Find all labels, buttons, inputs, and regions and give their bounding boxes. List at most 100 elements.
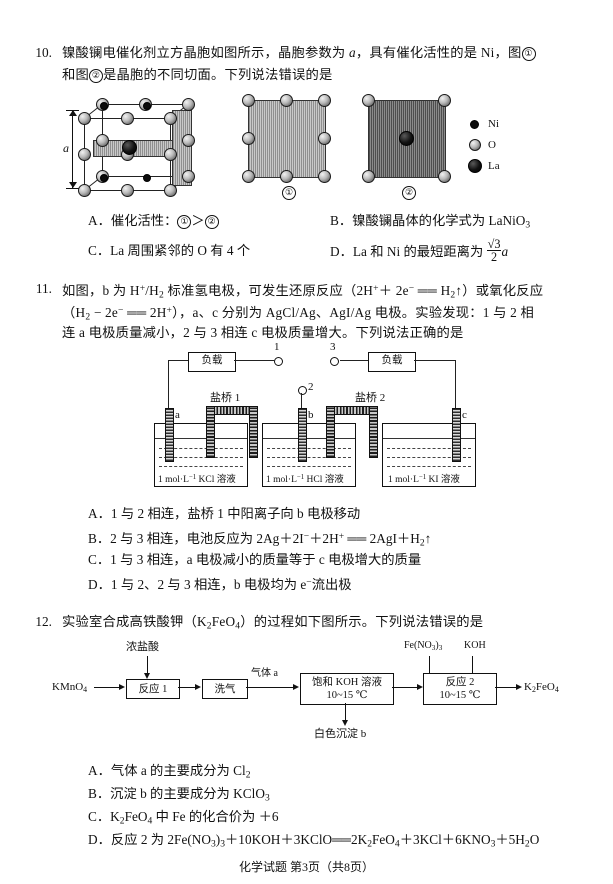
q12-od-3: ＋10KOH＋3KClO══2K bbox=[225, 832, 368, 847]
section-2-circled: ② bbox=[402, 186, 416, 200]
wire bbox=[301, 393, 303, 409]
solution-dash bbox=[387, 466, 471, 467]
q12-option-c[interactable]: C．K2FeO4 中 Fe 的化合价为 ＋6 bbox=[88, 806, 279, 832]
q10-option-b[interactable]: B．镍酸镧晶体的化学式为 LaNiO3 bbox=[330, 210, 530, 236]
atom-ni bbox=[100, 174, 108, 182]
atom-o bbox=[164, 184, 177, 197]
beaker-ki: 1 mol·L−1 KI 溶液 bbox=[381, 422, 477, 487]
b1-pre: 1 mol·L bbox=[158, 474, 189, 485]
legend-la-icon bbox=[468, 159, 482, 173]
flow-box-reaction-1: 反应 1 bbox=[126, 679, 180, 699]
load-box-2: 负载 bbox=[368, 352, 416, 372]
q11-option-d[interactable]: D．1 与 2、2 与 3 相连，b 电极均为 e−流出极 bbox=[88, 572, 352, 595]
q10-option-a-gt: ＞ bbox=[191, 213, 205, 228]
q11-ob-4: ↑ bbox=[424, 531, 432, 547]
b2-pre: 1 mol·L bbox=[266, 474, 297, 485]
beaker-ki-label: 1 mol·L−1 KI 溶液 bbox=[388, 472, 460, 486]
q11-ob-2: ＋2H bbox=[309, 531, 339, 547]
b1-post: KCl 溶液 bbox=[196, 474, 236, 485]
q12-option-a[interactable]: A．气体 a 的主要成分为 Cl2 bbox=[88, 760, 251, 786]
q12-s1: 2 bbox=[206, 620, 212, 632]
terminal-1[interactable] bbox=[274, 356, 283, 366]
wire bbox=[168, 360, 170, 408]
salt-bridge-2-left bbox=[326, 406, 335, 458]
q12-od-s6: 2 bbox=[524, 838, 530, 850]
q10-option-a-text: A．催化活性： bbox=[88, 213, 178, 228]
q12-option-b[interactable]: B．沉淀 b 的主要成分为 KClO3 bbox=[88, 783, 270, 809]
q11-ob-sup2: + bbox=[338, 531, 345, 542]
salt-bridge-2-label: 盐桥 2 bbox=[355, 392, 386, 404]
q12-ob-sub: 3 bbox=[264, 792, 270, 804]
q10-option-c-text: C．La 周围紧邻的 O 有 4 个 bbox=[88, 243, 251, 258]
electrode-c bbox=[452, 408, 461, 462]
q10-option-c[interactable]: C．La 周围紧邻的 O 有 4 个 bbox=[88, 240, 250, 261]
atom-o bbox=[438, 170, 451, 183]
section-1-plane bbox=[248, 100, 326, 178]
solution-dash bbox=[159, 457, 243, 458]
legend-o-icon bbox=[469, 139, 481, 151]
q11-option-c[interactable]: C．1 与 3 相连，a 电极减小的质量等于 c 电极增大的质量 bbox=[88, 552, 422, 567]
terminal-2[interactable] bbox=[298, 386, 307, 395]
q10-param-a: a bbox=[348, 45, 356, 60]
q10-legend: Ni O La bbox=[468, 118, 550, 182]
q10-option-d-text: D．La 和 Ni 的最短距离为 bbox=[330, 243, 487, 259]
wire bbox=[414, 360, 456, 362]
electrode-a bbox=[165, 408, 174, 462]
q10-option-a[interactable]: A．催化活性：①＞② bbox=[88, 210, 219, 231]
flow-arrow bbox=[144, 673, 151, 679]
legend-ni-icon bbox=[470, 120, 479, 129]
flow-arrow bbox=[516, 683, 522, 690]
page-footer: 化学试题 第3页（共8页） bbox=[238, 860, 374, 874]
question-11-stem-line3: 连 a 电极质量减小，2 与 3 相连 c 电极质量增大。下列说法正确的是 bbox=[62, 325, 464, 340]
flow-input-kmno4: KMnO4 bbox=[52, 682, 87, 695]
wire bbox=[234, 360, 274, 362]
terminal-3[interactable] bbox=[330, 356, 339, 366]
flow-line bbox=[429, 656, 431, 674]
question-11-stem-line1: 如图，b 为 H+/H2 标准氢电极，可发生还原反应（2H+＋ 2e− ══ H… bbox=[62, 278, 597, 307]
q10-unit-cell-figure: a bbox=[62, 96, 232, 202]
q12-t3: ）的过程如下图所示。下列说法错误的是 bbox=[240, 614, 484, 629]
solution-dash bbox=[387, 457, 471, 458]
atom-o bbox=[78, 148, 91, 161]
q11-t6: ↑）或氧化反应 bbox=[455, 283, 544, 299]
q11-usup1: − bbox=[118, 305, 124, 316]
atom-o bbox=[242, 94, 255, 107]
atom-la bbox=[399, 131, 414, 146]
q12-t1: 实验室合成高铁酸钾（K bbox=[62, 614, 207, 629]
section-2-plane bbox=[368, 100, 446, 178]
q10-circled-1: ① bbox=[521, 47, 536, 61]
reaction2-line2: 10~15 ℃ bbox=[439, 690, 481, 701]
cell-dimension-arrow bbox=[69, 110, 77, 188]
q10-option-a-circ1: ① bbox=[177, 215, 192, 229]
q11-od-2: 流出极 bbox=[311, 577, 352, 593]
beaker-rim bbox=[381, 422, 477, 424]
q12-option-d[interactable]: D．反应 2 为 2Fe(NO3)3＋10KOH＋3KClO══2K2FeO4＋… bbox=[88, 829, 539, 855]
question-11-number: 11. bbox=[35, 281, 52, 296]
q11-usub1: 2 bbox=[85, 311, 91, 323]
q11-option-b[interactable]: B．2 与 3 相连，电池反应为 2Ag＋2I−＋2H+ ══ 2AgI＋H2↑ bbox=[88, 526, 431, 554]
atom-ni bbox=[143, 174, 151, 182]
prod-pre: K bbox=[524, 681, 532, 693]
atom-la bbox=[122, 140, 137, 155]
q10-circled-2: ② bbox=[89, 69, 103, 83]
wire bbox=[168, 360, 188, 362]
terminal-3-label: 3 bbox=[330, 341, 336, 353]
atom-o bbox=[164, 148, 177, 161]
q12-od-s4: 4 bbox=[394, 838, 400, 850]
solution-dash bbox=[267, 457, 351, 458]
flow-line bbox=[345, 703, 347, 721]
electrode-b-label: b bbox=[308, 409, 314, 421]
q11-t2: /H bbox=[145, 283, 159, 299]
electrode-a-label: a bbox=[175, 409, 180, 421]
q11-option-a[interactable]: A．1 与 2 相连，盐桥 1 中阳离子向 b 电极移动 bbox=[88, 506, 361, 521]
koh-box-line2: 10~15 ℃ bbox=[326, 690, 368, 701]
atom-o bbox=[318, 170, 331, 183]
prod-sub2: 4 bbox=[554, 685, 559, 695]
beaker-hcl: 1 mol·L−1 HCl 溶液 bbox=[261, 422, 357, 487]
q11-ob-sup1: − bbox=[303, 531, 310, 542]
b2-sup: −1 bbox=[296, 474, 305, 481]
flow-line bbox=[495, 687, 517, 689]
dimension-tick-bottom bbox=[66, 188, 79, 189]
